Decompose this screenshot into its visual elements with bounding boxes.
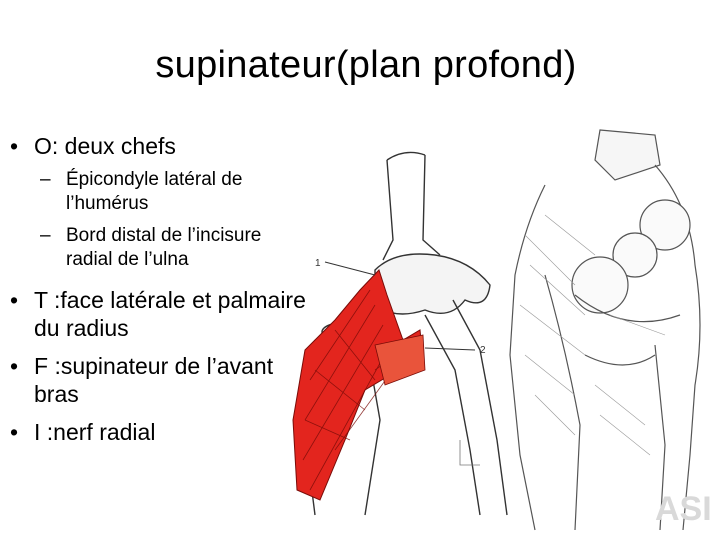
bullet-innervation: I :nerf radial [8,418,308,446]
supinator-muscle-shape [292,269,424,501]
sub-bullet-epicondyle-text: Épicondyle latéral de l’humérus [66,169,243,214]
label-1: 1 [315,258,321,269]
supinator-muscle-illustration: 1 2 [292,151,508,516]
watermark-text: ASI [655,490,712,528]
sub-bullet-incisure-text: Bord distal de l’incisure radial de l’ul… [66,225,262,270]
label-2: 2 [480,345,486,356]
bullet-terminaison: T :face latérale et palmaire du radius [8,286,308,342]
bullet-origin: O: deux chefs [8,132,308,160]
slide-title: supinateur(plan profond) [155,44,577,86]
bullet-list: O: deux chefs – Épicondyle latéral de l’… [8,132,308,456]
elbow-capsule-illustration: ASI [509,129,712,531]
bullet-fonction: F :supinateur de l’avant bras [8,352,308,408]
sub-bullet-incisure: – Bord distal de l’incisure radial de l’… [40,225,262,270]
sub-bullet-epicondyle: – Épicondyle latéral de l’humérus [40,169,243,214]
